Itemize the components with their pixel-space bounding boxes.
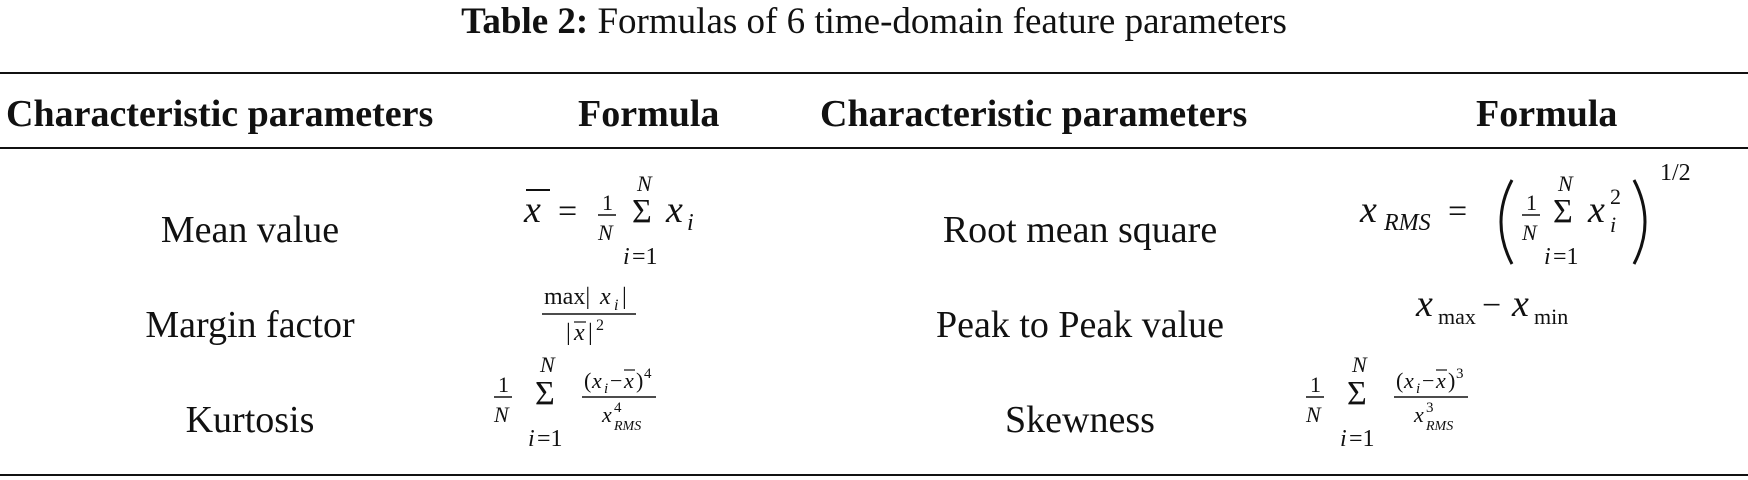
- svg-text:i: i: [1416, 381, 1420, 397]
- row1-left-param: Mean value: [160, 209, 340, 251]
- table-caption: Table 2: Formulas of 6 time-domain featu…: [0, 2, 1748, 42]
- svg-text:|: |: [588, 320, 593, 346]
- svg-text:): ): [636, 368, 643, 393]
- formula-kurtosis: 1 N N Σ i =1 ( x i − x ) 4 x 4 RMS: [492, 348, 722, 472]
- svg-text:i: i: [1340, 426, 1347, 452]
- table-header-rule: [0, 147, 1748, 149]
- row2-left-param: Margin factor: [145, 304, 355, 346]
- formula-mean-value: x = 1 N N Σ i =1 x i: [520, 171, 780, 296]
- svg-text:N: N: [597, 220, 614, 245]
- svg-text:x: x: [1511, 283, 1529, 325]
- formula-skewness: 1 N N Σ i =1 ( x i − x ) 3 x 3 RMS: [1304, 348, 1534, 472]
- svg-text:x: x: [573, 320, 585, 346]
- svg-text:x: x: [1435, 368, 1446, 393]
- svg-text:4: 4: [644, 366, 652, 382]
- svg-text:x: x: [591, 368, 602, 393]
- svg-text:x: x: [523, 189, 541, 231]
- formula-peak-to-peak: x max − x min: [1415, 278, 1616, 342]
- svg-text:−: −: [1422, 368, 1434, 393]
- svg-text:max|: max|: [544, 284, 590, 310]
- svg-text:N: N: [539, 352, 556, 377]
- table-bottom-rule: [0, 474, 1748, 476]
- formula-root-mean-square: x RMS = 1 N N Σ i =1 x 2 i 1/2: [1359, 152, 1748, 296]
- svg-text:3: 3: [1456, 366, 1464, 382]
- svg-text:max: max: [1438, 304, 1476, 329]
- svg-text:=1: =1: [632, 244, 658, 270]
- svg-text:x: x: [599, 284, 611, 310]
- svg-text:|: |: [622, 284, 627, 310]
- svg-text:2: 2: [1610, 184, 1621, 209]
- svg-text:1: 1: [1526, 190, 1537, 215]
- svg-text:i: i: [1544, 244, 1551, 270]
- svg-text:N: N: [1557, 171, 1574, 196]
- svg-text:Σ: Σ: [1347, 375, 1367, 412]
- row3-right-param: Skewness: [1005, 399, 1155, 441]
- svg-text:i: i: [614, 297, 618, 314]
- caption-text: Formulas of 6 time-domain feature parame…: [597, 1, 1287, 42]
- svg-text:x: x: [623, 368, 634, 393]
- row1-right-param: Root mean square: [942, 209, 1218, 251]
- svg-text:3: 3: [1426, 400, 1434, 416]
- svg-text:Σ: Σ: [535, 375, 555, 412]
- svg-text:|: |: [566, 320, 571, 346]
- svg-text:x: x: [1403, 368, 1414, 393]
- svg-text:2: 2: [596, 317, 604, 334]
- svg-text:(: (: [584, 368, 591, 393]
- svg-text:N: N: [493, 402, 510, 427]
- svg-text:=: =: [558, 193, 577, 230]
- svg-text:x: x: [601, 402, 612, 427]
- row2-right-param: Peak to Peak value: [935, 304, 1225, 346]
- svg-text:Σ: Σ: [1553, 193, 1573, 230]
- svg-text:N: N: [636, 171, 653, 196]
- svg-text:i: i: [1610, 212, 1616, 237]
- svg-text:x: x: [1415, 283, 1433, 325]
- svg-text:): ): [1448, 368, 1455, 393]
- svg-text:i: i: [604, 381, 608, 397]
- svg-text:1: 1: [498, 372, 509, 397]
- svg-text:x: x: [665, 189, 683, 231]
- svg-text:x: x: [1413, 402, 1424, 427]
- svg-text:=: =: [1448, 193, 1467, 230]
- svg-text:x: x: [1587, 189, 1605, 231]
- svg-text:4: 4: [614, 400, 622, 416]
- svg-text:RMS: RMS: [1425, 419, 1453, 434]
- header-characteristic-parameters-1: Characteristic parameters: [6, 93, 434, 135]
- svg-text:1: 1: [602, 190, 613, 215]
- table-top-rule: [0, 72, 1748, 74]
- svg-text:Σ: Σ: [632, 193, 652, 230]
- svg-text:N: N: [1351, 352, 1368, 377]
- svg-text:=1: =1: [537, 426, 563, 452]
- svg-text:1: 1: [1310, 372, 1321, 397]
- svg-text:x: x: [1359, 189, 1377, 231]
- svg-text:N: N: [1521, 220, 1538, 245]
- svg-text:1/2: 1/2: [1660, 160, 1691, 186]
- svg-text:=1: =1: [1553, 244, 1579, 270]
- svg-text:(: (: [1396, 368, 1403, 393]
- svg-text:=1: =1: [1349, 426, 1375, 452]
- svg-text:N: N: [1305, 402, 1322, 427]
- svg-text:RMS: RMS: [1383, 210, 1431, 236]
- formula-margin-factor: max| x i | | x | 2: [536, 282, 676, 356]
- header-characteristic-parameters-2: Characteristic parameters: [820, 93, 1248, 135]
- caption-label: Table 2:: [461, 1, 589, 42]
- row3-left-param: Kurtosis: [185, 399, 315, 441]
- svg-text:RMS: RMS: [613, 419, 641, 434]
- svg-text:i: i: [687, 210, 694, 236]
- svg-text:i: i: [528, 426, 535, 452]
- svg-text:−: −: [1482, 287, 1501, 324]
- svg-text:min: min: [1534, 304, 1568, 329]
- header-formula-2: Formula: [1476, 93, 1618, 135]
- header-formula-1: Formula: [578, 93, 720, 135]
- svg-text:i: i: [623, 244, 630, 270]
- svg-text:−: −: [610, 368, 622, 393]
